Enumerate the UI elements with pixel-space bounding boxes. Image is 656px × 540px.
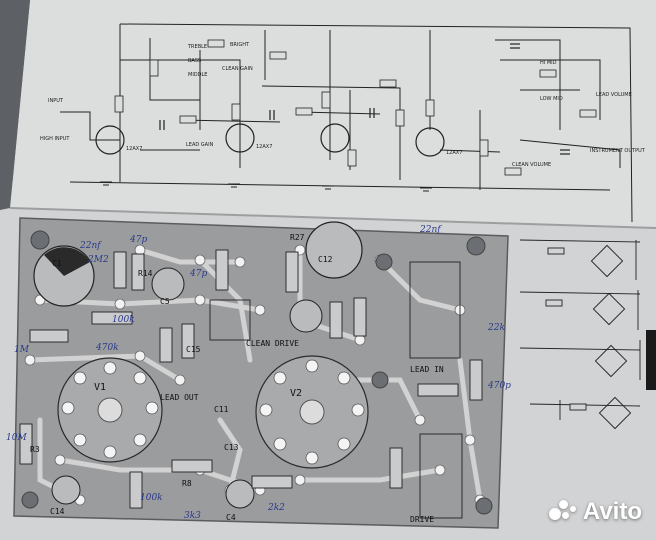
pcb-label-clean-drive: CLEAN DRIVE <box>246 339 299 348</box>
hand-note-7: 10M <box>6 433 27 443</box>
pcb-label-c5: C5 <box>160 297 170 306</box>
label-tube-1: 12AX7 <box>126 146 142 152</box>
schematic-tubes <box>95 123 445 157</box>
pcb-cap-c4 <box>225 479 255 509</box>
pcb-label-r3: R3 <box>30 445 40 454</box>
label-low-mid: LOW MID <box>540 96 563 102</box>
avito-brand-text: Avito <box>582 498 642 525</box>
pcb-cap-c1 <box>33 245 95 307</box>
label-tube-2: 12AX7 <box>256 144 272 150</box>
tube-socket-v2 <box>255 355 369 469</box>
pcb-mounting-holes <box>21 230 493 515</box>
label-bright: BRIGHT <box>230 42 250 48</box>
schematic-sheet <box>10 0 656 228</box>
pcb-label-lead-in: LEAD IN <box>410 365 444 374</box>
hand-note-2: 47p <box>189 269 207 279</box>
label-middle: MIDDLE <box>188 72 207 78</box>
pcb-cap-c12 <box>305 221 363 279</box>
label-hi-mid: HI MID <box>540 60 557 66</box>
hand-note-4: 2M2 <box>87 255 109 265</box>
label-input-jack: HIGH INPUT <box>40 136 70 142</box>
pcb-label-r8: R8 <box>182 479 192 488</box>
schematic-resistors <box>114 39 597 176</box>
pcb-label-r27: R27 <box>290 233 305 242</box>
label-tube-3: 12AX7 <box>446 150 462 156</box>
pcb-label-lead-out: LEAD OUT <box>160 393 199 402</box>
pcb-label-c1: C1 <box>52 259 62 268</box>
right-edge-clip <box>646 330 656 390</box>
pcb-label-v2: V2 <box>290 388 302 399</box>
hand-note-11: 1M <box>14 345 30 355</box>
hand-note-9: 22k <box>487 323 505 333</box>
hand-note-6: 470k <box>95 343 119 353</box>
label-clean-volume: CLEAN VOLUME <box>512 162 551 168</box>
pcb-label-c11: C11 <box>214 405 229 414</box>
label-bass: BASS <box>188 58 201 64</box>
pcb-label-c12: C12 <box>318 255 333 264</box>
avito-watermark: Avito <box>548 498 642 526</box>
shadow-left <box>0 0 30 210</box>
avito-logo-icon <box>548 500 577 524</box>
label-lead-gain: LEAD GAIN <box>186 142 214 148</box>
pcb-cap-c5 <box>151 267 185 301</box>
pcb-cap-c15 <box>289 299 323 333</box>
hand-note-12: 3k3 <box>184 511 201 521</box>
hand-note-1: 22nf <box>79 241 102 251</box>
hand-note-5: 22nf <box>419 225 442 235</box>
socket-pins <box>61 359 365 465</box>
pcb-resistor-footprints <box>19 249 483 519</box>
hand-note-8: 47p <box>129 235 147 245</box>
tube-v1b <box>225 123 255 153</box>
tube-v2a <box>320 123 350 153</box>
label-treble: TREBLE <box>187 44 207 50</box>
pcb-label-r14: R14 <box>138 269 153 278</box>
pcb-label-c15: C15 <box>186 345 201 354</box>
label-instrument-output: INSTRUMENT OUTPUT <box>590 148 646 154</box>
pcb-cap-c14 <box>51 475 81 505</box>
tube-v2b <box>415 127 445 157</box>
hand-note-3: 100k <box>112 315 135 325</box>
hand-note-14: 100k <box>140 493 163 503</box>
pcb-label-drive: DRIVE <box>410 515 434 524</box>
psu-schematic <box>519 239 641 430</box>
schematic-grounds <box>100 181 432 192</box>
pcb-label-c13: C13 <box>224 443 239 452</box>
hand-note-10: 2k2 <box>267 503 285 513</box>
hand-note-13: 470p <box>487 381 511 391</box>
label-input: INPUT <box>48 98 64 104</box>
label-clean-gain: CLEAN GAIN <box>222 66 253 72</box>
pcb-label-c4: C4 <box>226 513 236 522</box>
schematic-capacitors <box>159 43 570 155</box>
pcb-label-v1: V1 <box>94 382 106 393</box>
label-lead-volume: LEAD VOLUME <box>596 92 632 98</box>
pcb-label-c14: C14 <box>50 507 65 516</box>
tube-v1a <box>95 125 125 155</box>
